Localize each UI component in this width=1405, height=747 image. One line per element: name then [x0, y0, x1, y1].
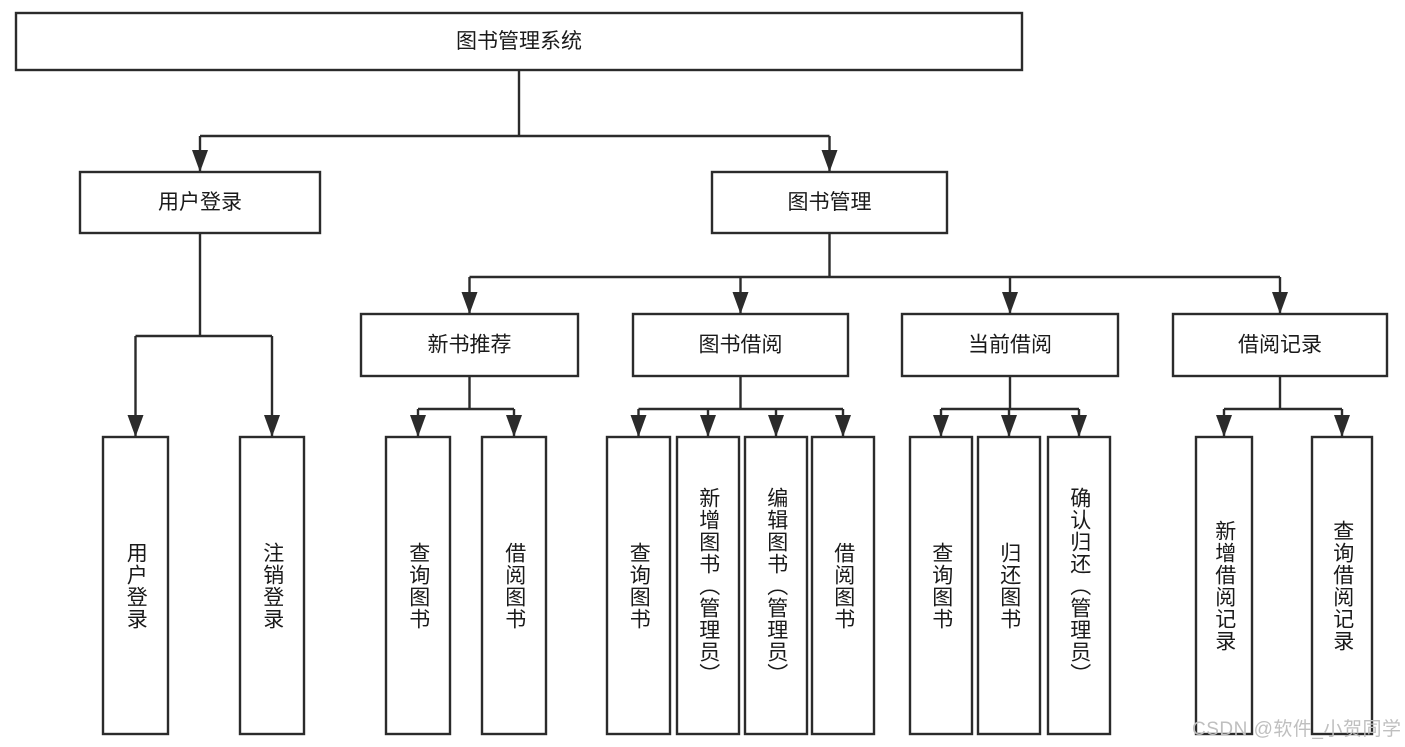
node-box-leaf-query-record: [1310, 435, 1374, 736]
arrow-head-icon: [1071, 415, 1087, 437]
node-box-leaf-query-book-3: [908, 435, 974, 736]
node-box-leaf-add-record: [1194, 435, 1254, 736]
node-box-user-login: [78, 170, 322, 235]
node-box-leaf-return-book: [976, 435, 1042, 736]
node-label-borrow-record: 借阅记录: [1238, 334, 1322, 357]
arrow-head-icon: [506, 415, 522, 437]
arrow-head-icon: [933, 415, 949, 437]
node-box-book-manage: [710, 170, 949, 235]
node-label-book-manage: 图书管理: [788, 191, 872, 214]
arrow-head-icon: [461, 292, 478, 314]
node-box-leaf-edit-book: [743, 435, 809, 736]
node-box-book-borrow: [631, 312, 850, 378]
node-box-current-borrow: [900, 312, 1120, 378]
node-box-leaf-borrow-book-1: [480, 435, 548, 736]
connector-layer: [127, 70, 1350, 437]
arrow-head-icon: [835, 415, 851, 437]
node-box-borrow-record: [1171, 312, 1389, 378]
arrow-head-icon: [1002, 292, 1018, 314]
arrow-head-icon: [1334, 415, 1350, 437]
node-box-new-book-recommend: [359, 312, 580, 378]
arrow-head-icon: [732, 292, 749, 314]
node-box-root: [14, 11, 1024, 72]
arrow-head-icon: [630, 415, 647, 437]
arrow-head-icon: [768, 415, 784, 437]
node-label-root: 图书管理系统: [456, 30, 582, 53]
arrow-head-icon: [821, 150, 838, 172]
node-label-user-login: 用户登录: [158, 191, 242, 214]
arrow-head-icon: [1216, 415, 1232, 437]
node-box-leaf-user-login: [101, 435, 170, 736]
node-box-leaf-query-book-2: [605, 435, 672, 736]
node-label-current-borrow: 当前借阅: [968, 334, 1052, 357]
node-label-new-book-recommend: 新书推荐: [428, 334, 512, 357]
node-box-leaf-borrow-book-2: [810, 435, 876, 736]
arrow-head-icon: [410, 415, 426, 437]
node-box-leaf-add-book: [675, 435, 741, 736]
arrow-head-icon: [192, 150, 208, 172]
arrow-head-icon: [127, 415, 144, 437]
node-box-leaf-query-book-1: [384, 435, 452, 736]
watermark-text: CSDN @软件_小贺同学: [1192, 719, 1402, 740]
node-box-leaf-confirm-return: [1046, 435, 1112, 736]
arrow-head-icon: [1272, 292, 1288, 314]
node-box-leaf-logout: [238, 435, 306, 736]
arrow-head-icon: [264, 415, 280, 437]
arrow-head-icon: [1001, 415, 1017, 437]
node-label-book-borrow: 图书借阅: [699, 334, 783, 357]
arrow-head-icon: [700, 415, 716, 437]
